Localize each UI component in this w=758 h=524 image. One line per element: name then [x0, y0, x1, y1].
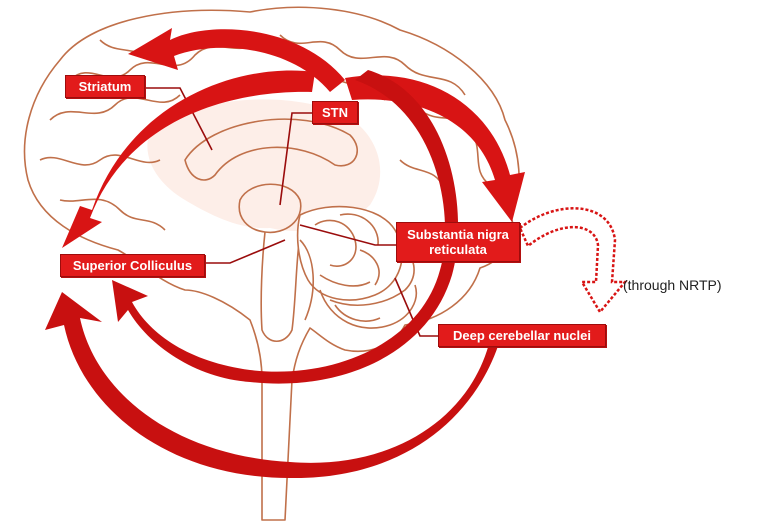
stn-connector: [279, 112, 312, 206]
thalamus: [238, 183, 302, 234]
pathway-arrows: [45, 28, 628, 479]
gyri-line-3: [279, 34, 466, 96]
stn-label: STN: [312, 101, 358, 124]
nrtp-note: (through NRTP): [623, 277, 722, 293]
corpus-callosum: [184, 118, 359, 181]
snr-connector: [299, 224, 396, 246]
snr-label-line2: reticulata: [429, 242, 487, 257]
striatum-label: Striatum: [65, 75, 145, 98]
gyri-line-4: [39, 154, 161, 166]
arrow-loop-to-sc-left: [62, 70, 315, 248]
deep-cerebellar-nuclei-label: Deep cerebellar nuclei: [438, 324, 606, 347]
arrow-snr-to-dcn-dotted: [518, 207, 628, 315]
brainstem: [260, 231, 301, 343]
brain-inner-region: [147, 99, 381, 231]
pons: [299, 239, 314, 321]
superior-colliculus-label: Superior Colliculus: [60, 254, 205, 277]
cerebellum: [296, 205, 417, 329]
dcn-connector: [394, 277, 438, 337]
sc-connector: [205, 239, 286, 264]
arrow-stn-to-snr-top: [345, 75, 525, 222]
snr-label-line1: Substantia nigra: [407, 227, 509, 242]
arrow-dcn-to-sc-bottom: [45, 292, 500, 479]
striatum-connector: [145, 87, 213, 151]
gyri-line-7: [59, 198, 166, 231]
arrow-stn-to-striatum: [128, 28, 345, 92]
connector-lines: [145, 87, 438, 337]
gyri-line-2: [49, 94, 181, 121]
snr-label: Substantia nigra reticulata: [396, 222, 520, 262]
